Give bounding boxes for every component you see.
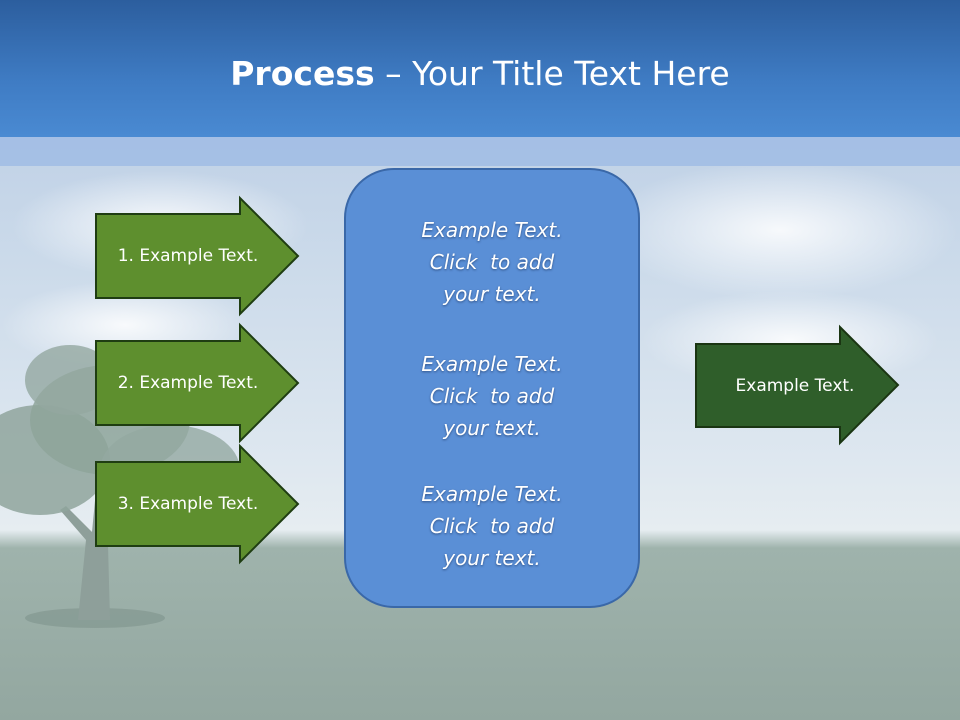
text-line: Example Text. (421, 352, 563, 376)
output-arrow-label: Example Text. (735, 375, 855, 396)
text-line: Example Text. (421, 218, 563, 242)
input-arrow-1[interactable] (95, 195, 300, 317)
text-line: Click to add (429, 514, 555, 538)
text-line: your text. (443, 282, 541, 306)
cloud (600, 160, 960, 300)
title-band (0, 137, 960, 166)
text-block-1[interactable]: Example Text. Click to add your text. (346, 214, 638, 310)
text-block-2[interactable]: Example Text. Click to add your text. (346, 348, 638, 444)
text-line: Click to add (429, 384, 555, 408)
title-rest: – Your Title Text Here (374, 54, 730, 93)
input-arrow-3-label: 3. Example Text. (117, 494, 259, 514)
title-bar (0, 0, 960, 137)
title-bold: Process (230, 54, 375, 93)
text-line: Click to add (429, 250, 555, 274)
text-line: Example Text. (421, 482, 563, 506)
text-block-3[interactable]: Example Text. Click to add your text. (346, 478, 638, 574)
text-line: your text. (443, 546, 541, 570)
output-arrow[interactable] (695, 324, 900, 446)
input-arrow-3[interactable] (95, 443, 300, 565)
text-line: your text. (443, 416, 541, 440)
input-arrow-1-label: 1. Example Text. (117, 246, 259, 266)
slide-title[interactable]: Process – Your Title Text Here (0, 52, 960, 96)
input-arrow-2-label: 2. Example Text. (117, 373, 259, 393)
input-arrow-2[interactable] (95, 322, 300, 444)
center-process-box[interactable]: Example Text. Click to add your text. Ex… (344, 168, 640, 608)
